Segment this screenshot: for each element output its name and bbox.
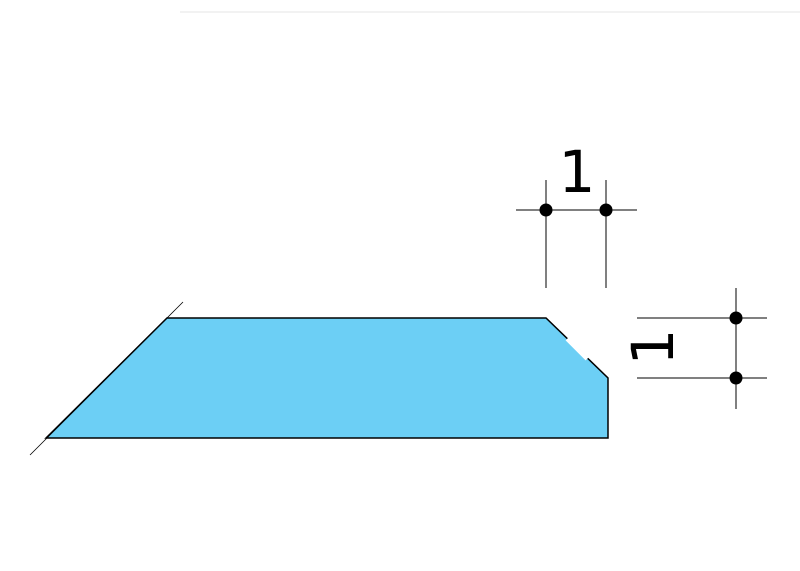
chamfered-profile-shape (44, 317, 609, 439)
h-dim-dot-left (539, 203, 553, 217)
vertical-dimension: 1 (619, 288, 767, 409)
v-dim-dot-top (729, 311, 743, 325)
h-dim-label: 1 (559, 138, 596, 206)
v-dim-dot-bottom (729, 371, 743, 385)
chamfer-gap (565, 337, 589, 361)
left-edge-extension-line (29, 301, 184, 456)
horizontal-dimension: 1 (516, 138, 637, 288)
h-dim-dot-right (599, 203, 613, 217)
v-dim-label: 1 (619, 329, 687, 366)
